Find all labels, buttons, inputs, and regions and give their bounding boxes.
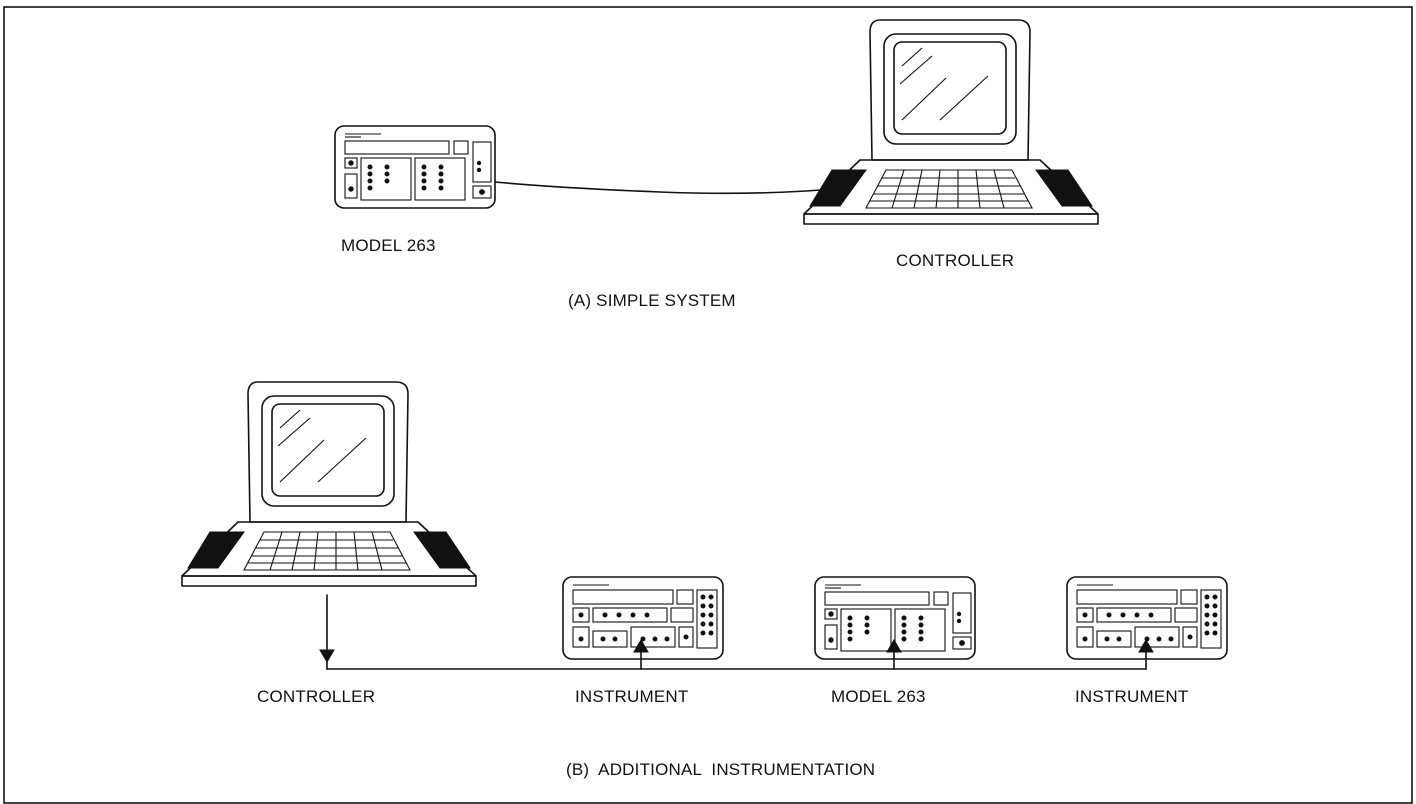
computer-terminal-icon bbox=[182, 382, 476, 586]
bus-arrow-icon bbox=[887, 640, 901, 652]
additional-instrumentation-caption: (B) ADDITIONAL INSTRUMENTATION bbox=[566, 760, 875, 779]
simple-system-section: MODEL 263 CONTROLLER (A) SIMPLE SYSTEM bbox=[335, 20, 1098, 310]
bus-arrow-icon bbox=[634, 640, 648, 652]
model-263-label: MODEL 263 bbox=[341, 236, 436, 255]
figure-border bbox=[4, 7, 1412, 803]
instrument-label: INSTRUMENT bbox=[1075, 687, 1188, 706]
model-263-instrument-icon bbox=[335, 126, 495, 208]
bus-arrow-icon bbox=[320, 650, 334, 662]
model-263-label: MODEL 263 bbox=[831, 687, 926, 706]
computer-terminal-icon bbox=[804, 20, 1098, 224]
bus-arrow-icon bbox=[1139, 640, 1153, 652]
controller-label: CONTROLLER bbox=[896, 251, 1014, 270]
controller-label: CONTROLLER bbox=[257, 687, 375, 706]
simple-system-caption: (A) SIMPLE SYSTEM bbox=[568, 291, 736, 310]
gpib-cable-line bbox=[495, 182, 845, 193]
instrument-label: INSTRUMENT bbox=[575, 687, 688, 706]
additional-instrumentation-section: CONTROLLER INSTRUMENT MODEL 263 INSTRUME… bbox=[182, 382, 1227, 779]
